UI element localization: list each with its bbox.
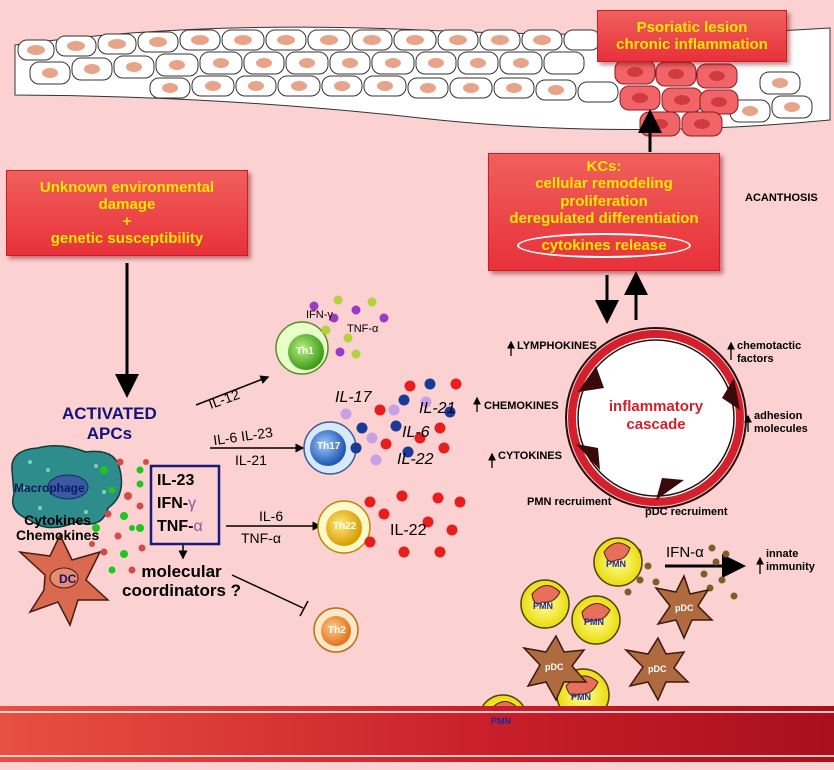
chemotactic-label: chemotactic factors xyxy=(737,340,801,365)
molecular-line1: molecular xyxy=(141,562,222,581)
inhibit-th2 xyxy=(231,574,304,609)
pmn-label: PMN xyxy=(571,692,591,702)
adhesion-line2: molecules xyxy=(754,422,808,435)
gamma-symbol: γ xyxy=(188,495,197,513)
kc-line4: deregulated differentiation xyxy=(509,209,699,227)
innate-line1: innate xyxy=(766,548,799,560)
chemotactic-line2: factors xyxy=(737,352,774,365)
pdc-recruitment-label: pDC recruiment xyxy=(645,506,728,518)
tnf-arrow-label: TNF-α xyxy=(241,530,281,546)
pdc-cells xyxy=(521,574,714,702)
il21-arrow-label: IL-21 xyxy=(235,452,267,468)
pmn-cell xyxy=(593,537,643,587)
ifn-alpha-label: IFN-α xyxy=(666,544,704,561)
environmental-box: Unknown environmental damage + genetic s… xyxy=(6,170,248,256)
adhesion-line1: adhesion xyxy=(754,410,803,422)
th17-cytokine-dots xyxy=(340,378,462,466)
th1-cytokine-dots xyxy=(309,295,389,359)
inflammatory-cascade-ring xyxy=(565,327,747,509)
cytokine-list: IL-23 IFN-γ TNF-α xyxy=(157,469,203,539)
lesion-line1: Psoriatic lesion xyxy=(636,18,748,36)
th1-tnf-label: TNF-α xyxy=(347,323,379,335)
pmn-cell xyxy=(520,579,570,629)
th17-il22-label: IL-22 xyxy=(397,451,434,468)
kc-line1: KCs: xyxy=(586,158,622,175)
env-line4: genetic susceptibility xyxy=(50,230,204,248)
cytokines-release-oval: cytokines release xyxy=(517,233,691,259)
th17-label: Th17 xyxy=(317,441,341,452)
th22-label: Th22 xyxy=(333,521,357,532)
lymphokines-label: LYMPHOKINES xyxy=(517,340,597,352)
blood-vessel xyxy=(0,706,834,762)
molecular-line2: coordinators ? xyxy=(122,580,242,600)
pmn-label: PMN xyxy=(491,716,511,726)
th22-il22-label: IL-22 xyxy=(390,522,427,539)
il23-label: IL-23 xyxy=(157,472,195,489)
pmn-cell xyxy=(571,595,621,645)
dc-label: DC xyxy=(59,572,77,586)
apcs-line2: APCs xyxy=(86,423,133,443)
env-line2: damage xyxy=(98,195,156,213)
cascade-title: inflammatory cascade xyxy=(586,398,726,434)
pmn-label: PMN xyxy=(533,601,553,611)
cytokines-chemokines-label: Cytokines Chemokines xyxy=(16,512,100,544)
cascade-line1: inflammatory xyxy=(608,398,704,415)
increase-arrows xyxy=(473,340,764,574)
adhesion-label: adhesion molecules xyxy=(754,410,808,435)
apc-cells xyxy=(11,445,149,627)
pdc-label: pDC xyxy=(648,664,667,674)
molecular-coordinators-label: molecular coordinators ? xyxy=(122,562,242,600)
cytokine-box xyxy=(149,464,221,546)
pdc-label: pDC xyxy=(675,603,694,613)
apcs-line1: ACTIVATED xyxy=(62,404,157,423)
psoriatic-lesion-box: Psoriatic lesion chronic inflammation xyxy=(597,10,787,62)
kc-line2: cellular remodeling xyxy=(535,175,673,193)
flow-arrows xyxy=(115,109,746,617)
th17-il6-label: IL-6 xyxy=(402,424,430,441)
th22-cytokine-dots xyxy=(364,490,466,558)
arrow-il12 xyxy=(195,375,270,406)
macrophage-label: Macrophage xyxy=(14,481,85,495)
pdc-cell xyxy=(521,634,588,702)
pdc-cell xyxy=(623,636,690,702)
il17-label: IL-17 xyxy=(335,389,372,406)
activated-apcs-label: ACTIVATED APCs xyxy=(62,404,157,443)
innate-line2: immunity xyxy=(766,560,815,573)
il6-arrow-label: IL-6 xyxy=(259,508,284,524)
th1-label: Th1 xyxy=(296,346,314,357)
chemokines-label: CHEMOKINES xyxy=(484,400,559,412)
lesion-line2: chronic inflammation xyxy=(616,36,768,53)
innate-immunity-label: innate immunity xyxy=(766,548,815,573)
il21-label: IL-21 xyxy=(419,400,456,417)
cyto-line1: Cytokines xyxy=(24,512,92,528)
tnf-label: TNF- xyxy=(157,518,194,536)
keratinocyte-box: KCs: cellular remodeling proliferation d… xyxy=(488,153,720,271)
pmn-recruitment-label: PMN recruiment xyxy=(527,496,612,508)
pmn-label: PMN xyxy=(584,617,604,627)
chemotactic-line1: chemotactic xyxy=(737,340,802,352)
kc-line3: proliferation xyxy=(560,192,648,210)
pdc-label: pDC xyxy=(545,662,564,672)
alpha-symbol: α xyxy=(193,518,203,536)
env-line1: Unknown environmental xyxy=(39,178,215,196)
cytokine-dots xyxy=(89,458,149,574)
pmn-label: PMN xyxy=(606,559,626,569)
cyto-line2: Chemokines xyxy=(16,527,100,544)
env-line3: + xyxy=(122,213,132,230)
cascade-line2: cascade xyxy=(626,416,686,433)
ifn-label: IFN- xyxy=(157,495,189,513)
pdc-cell xyxy=(654,574,714,640)
t-cells xyxy=(275,321,371,653)
acanthosis-label: ACANTHOSIS xyxy=(745,192,818,204)
th1-ifn-label: IFN-γ xyxy=(306,309,333,321)
cytokines-label: CYTOKINES xyxy=(498,450,562,462)
th2-label: Th2 xyxy=(328,625,346,636)
